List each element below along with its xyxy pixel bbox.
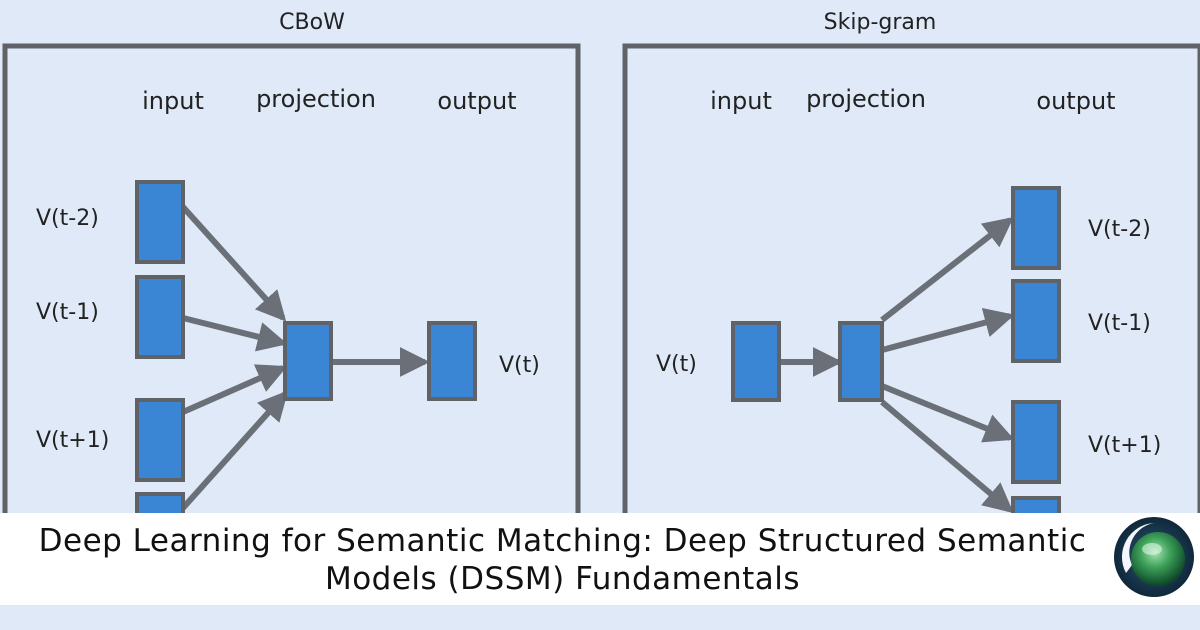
cbow-arrow-1 bbox=[180, 204, 287, 322]
cbow-input-label: input bbox=[142, 87, 204, 115]
skipgram-output-node-1 bbox=[1011, 186, 1061, 270]
cbow-label-out: V(t) bbox=[499, 353, 540, 378]
globe-logo-icon bbox=[1114, 517, 1194, 597]
skipgram-arrow-1 bbox=[880, 217, 1014, 323]
cbow-label-in3: V(t+1) bbox=[36, 428, 109, 453]
skipgram-input-label: input bbox=[710, 87, 772, 115]
cbow-arrow-4 bbox=[180, 390, 289, 511]
skipgram-label-out1: V(t-2) bbox=[1088, 217, 1151, 242]
cbow-title: CBoW bbox=[279, 10, 345, 35]
skipgram-frame bbox=[622, 43, 1200, 569]
banner-title: Deep Learning for Semantic Matching: Dee… bbox=[38, 523, 1087, 597]
cbow-label-in2: V(t-1) bbox=[36, 300, 99, 325]
cbow-projection-node bbox=[283, 321, 333, 401]
skipgram-arrow-3 bbox=[880, 383, 1015, 443]
skipgram-projection-label: projection bbox=[806, 85, 926, 113]
cbow-arrow-3 bbox=[181, 364, 288, 415]
skipgram-arrow-4 bbox=[880, 399, 1014, 514]
skipgram-diagram: Skip-gram input projection output V(t) V… bbox=[622, 10, 1200, 569]
skipgram-title: Skip-gram bbox=[824, 10, 937, 35]
skipgram-label-in: V(t) bbox=[656, 352, 697, 377]
cbow-output-node bbox=[427, 321, 477, 401]
cbow-output-label: output bbox=[437, 87, 516, 115]
cbow-label-in1: V(t-2) bbox=[36, 206, 99, 231]
skipgram-output-node-3 bbox=[1011, 400, 1061, 484]
skipgram-arrows bbox=[779, 217, 1015, 514]
cbow-input-node-1 bbox=[135, 180, 185, 264]
skipgram-projection-node bbox=[838, 321, 884, 402]
skipgram-label-out2: V(t-1) bbox=[1088, 311, 1151, 336]
skipgram-input-node bbox=[731, 321, 781, 402]
cbow-input-node-2 bbox=[135, 275, 185, 359]
skipgram-output-node-2 bbox=[1011, 279, 1061, 363]
cbow-diagram: CBoW input projection output V(t-2) V(t-… bbox=[2, 10, 581, 569]
cbow-projection-label: projection bbox=[256, 85, 376, 113]
skipgram-output-label: output bbox=[1036, 87, 1115, 115]
cbow-input-node-3 bbox=[135, 398, 185, 482]
cbow-arrows bbox=[180, 204, 430, 511]
cbow-arrow-2 bbox=[182, 315, 288, 352]
skipgram-arrow-2 bbox=[881, 307, 1015, 353]
skipgram-label-out3: V(t+1) bbox=[1088, 433, 1161, 458]
title-banner bbox=[0, 513, 1200, 605]
